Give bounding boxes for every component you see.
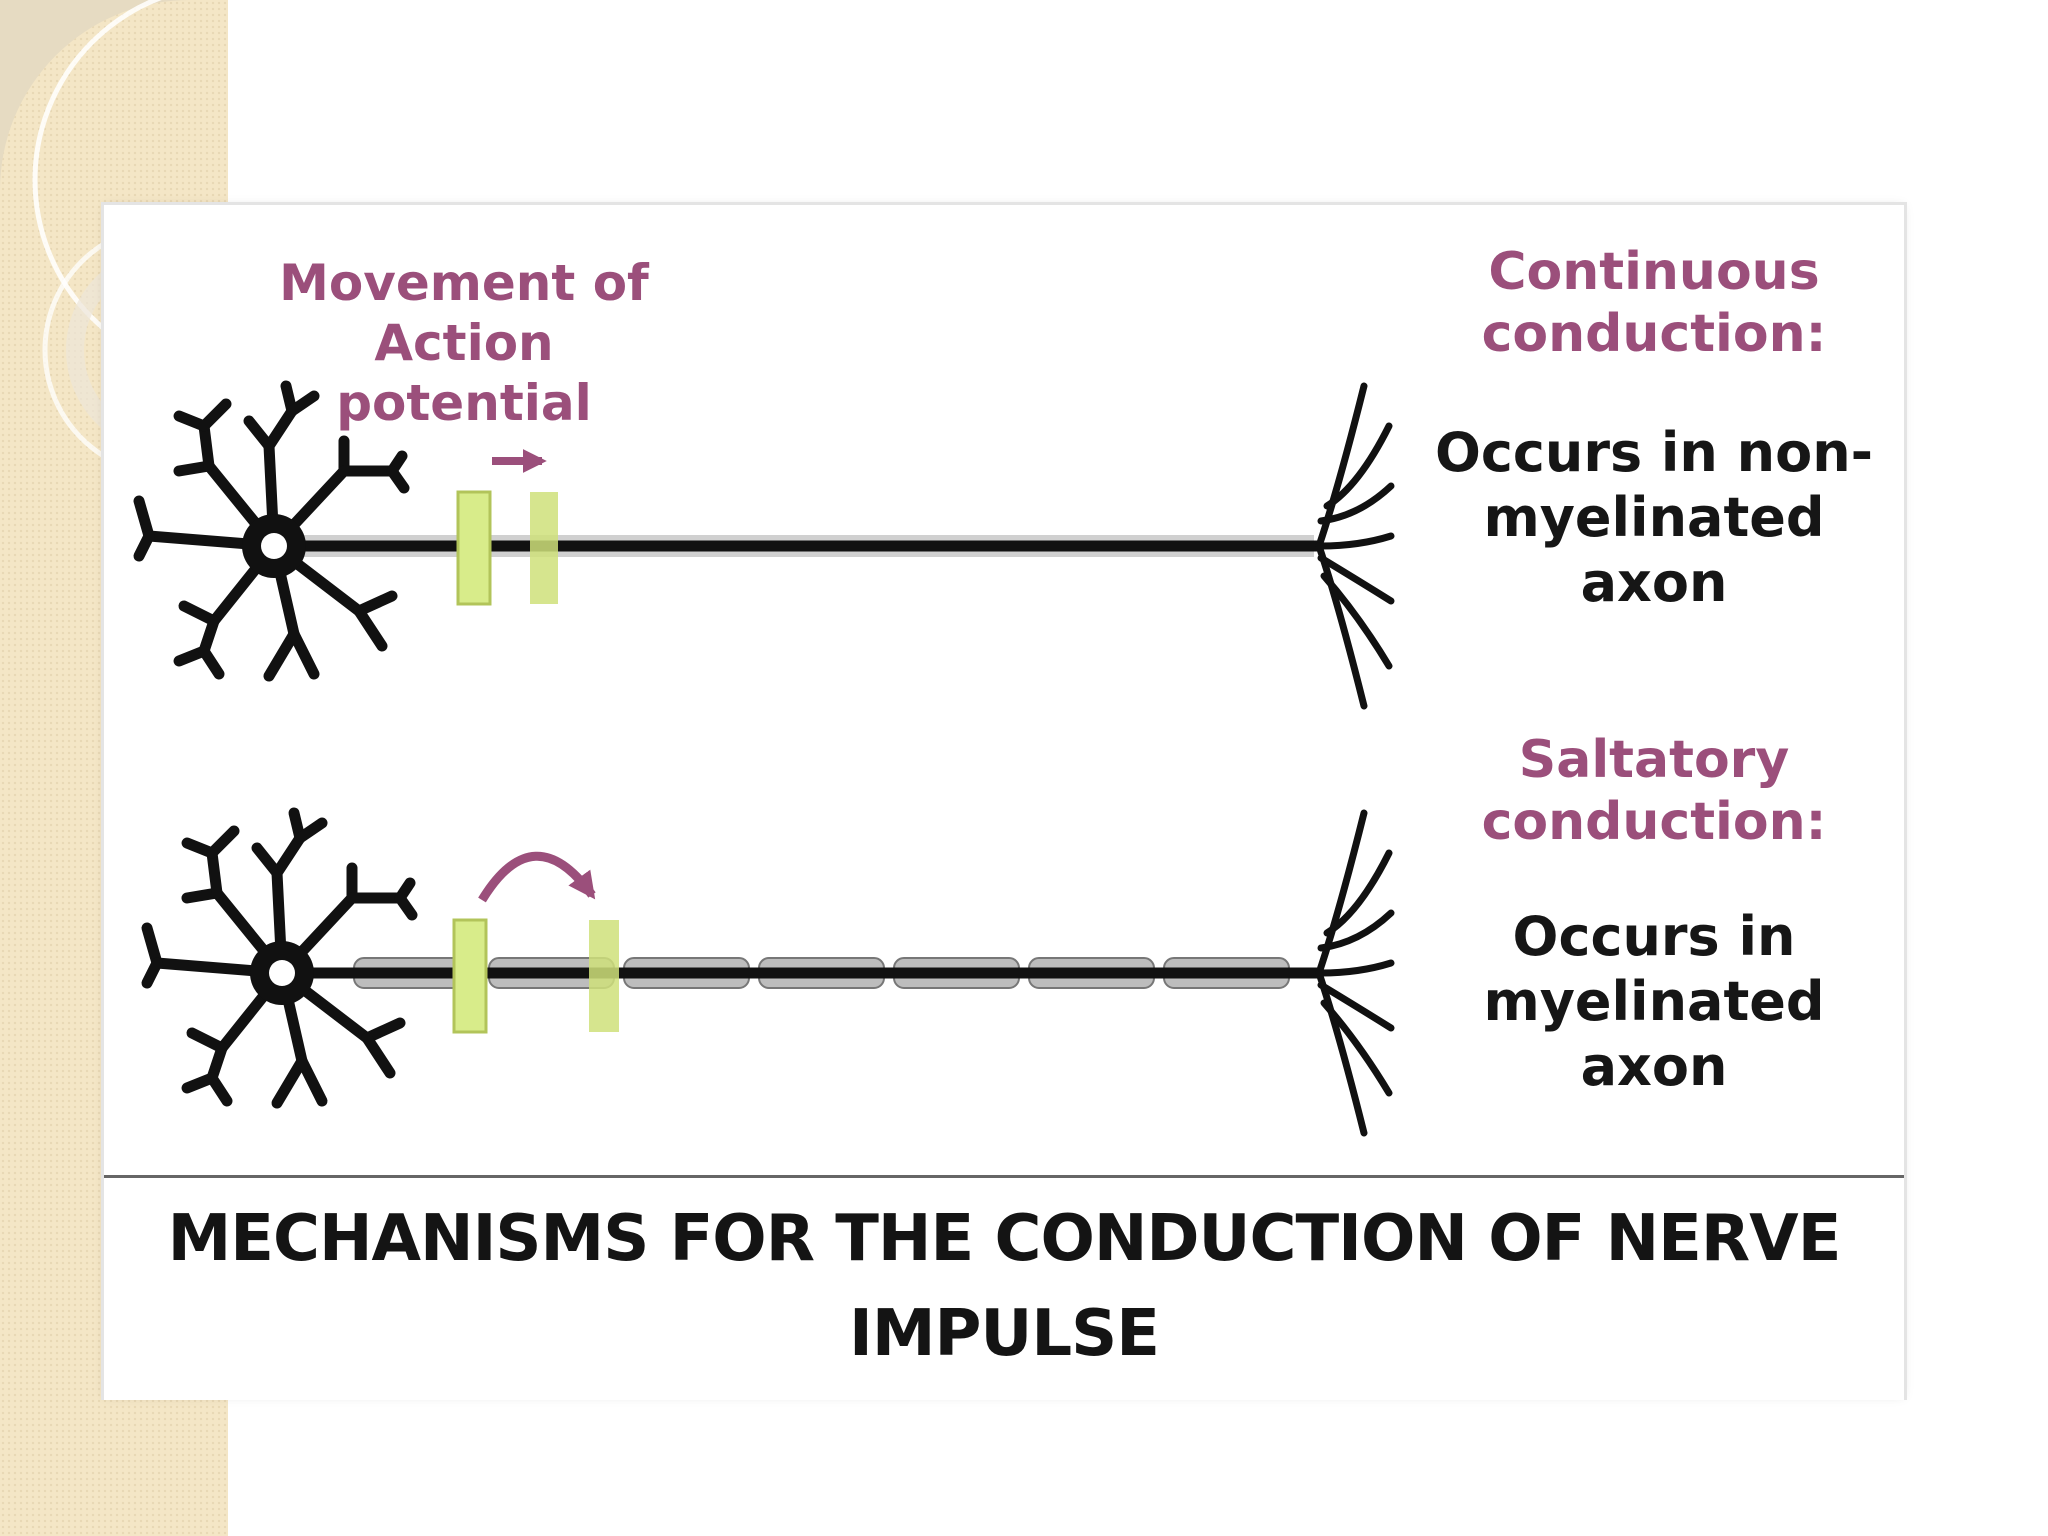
saltatory-conduction-neuron: [147, 813, 1391, 1133]
neuron-diagrams: [104, 205, 1904, 1175]
myelin-sheath: [353, 957, 1290, 989]
figure-caption: MECHANISMS FOR THE CONDUCTION OF NERVE I…: [167, 1202, 1842, 1371]
curved-jump-arrow-icon: [478, 851, 596, 903]
action-potential-zone: [456, 490, 492, 606]
continuous-conduction-description: Occurs in non-myelinated axon: [1434, 421, 1874, 614]
saltatory-conduction-title: Saltatory conduction:: [1481, 730, 1827, 853]
continuous-conduction-title: Continuous conduction:: [1481, 242, 1827, 365]
caption-box: MECHANISMS FOR THE CONDUCTION OF NERVE I…: [104, 1175, 1904, 1400]
movement-label: Movement of Action potential: [279, 254, 649, 432]
saltatory-conduction-description: Occurs in myelinated axon: [1483, 905, 1825, 1098]
node-of-ranvier-zone: [589, 920, 619, 1032]
continuous-conduction-neuron: [139, 386, 1391, 706]
nerve-conduction-figure: Movement of Action potential Continuous …: [104, 205, 1904, 1400]
action-potential-zone: [530, 492, 558, 604]
node-of-ranvier-zone: [452, 918, 488, 1034]
